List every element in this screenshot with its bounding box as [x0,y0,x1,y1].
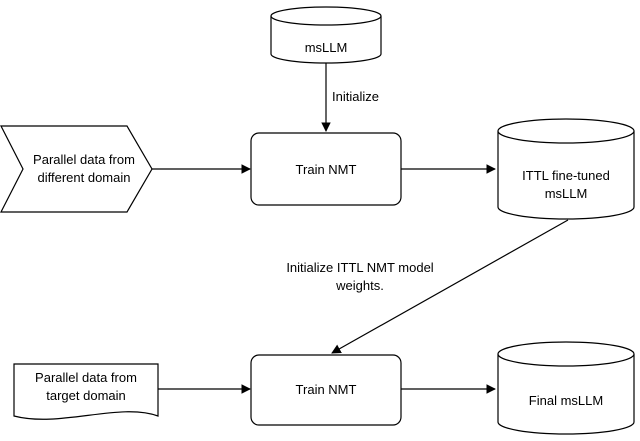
node-train-nmt-2: Train NMT [250,354,402,426]
node-parallel-diff: Parallel data from different domain [0,125,153,213]
node-train-nmt-2-label: Train NMT [296,382,357,397]
node-train-nmt-1: Train NMT [250,132,402,206]
node-parallel-diff-line2: different domain [38,170,131,185]
edge-label-initialize-ittl-line1: Initialize ITTL NMT model [286,260,433,275]
node-ittl-msllm-line1: ITTL fine-tuned [522,168,610,183]
node-parallel-target-line2: target domain [46,388,126,403]
node-final-msllm: Final msLLM [497,341,635,435]
node-parallel-diff-line1: Parallel data from [33,152,135,167]
edge-ittl-to-train2 [331,219,569,354]
node-train-nmt-1-label: Train NMT [296,162,357,177]
node-final-msllm-label: Final msLLM [529,393,603,408]
node-ittl-msllm: ITTL fine-tuned msLLM [497,118,635,220]
node-ittl-msllm-line2: msLLM [545,186,588,201]
node-msllm-top: msLLM [270,6,382,64]
edge-label-initialize-ittl-line2: weights. [335,278,384,293]
edge-label-initialize: Initialize [332,89,379,104]
node-parallel-target-line1: Parallel data from [35,370,137,385]
node-msllm-top-label: msLLM [305,40,348,55]
node-parallel-target: Parallel data from target domain [13,363,159,420]
